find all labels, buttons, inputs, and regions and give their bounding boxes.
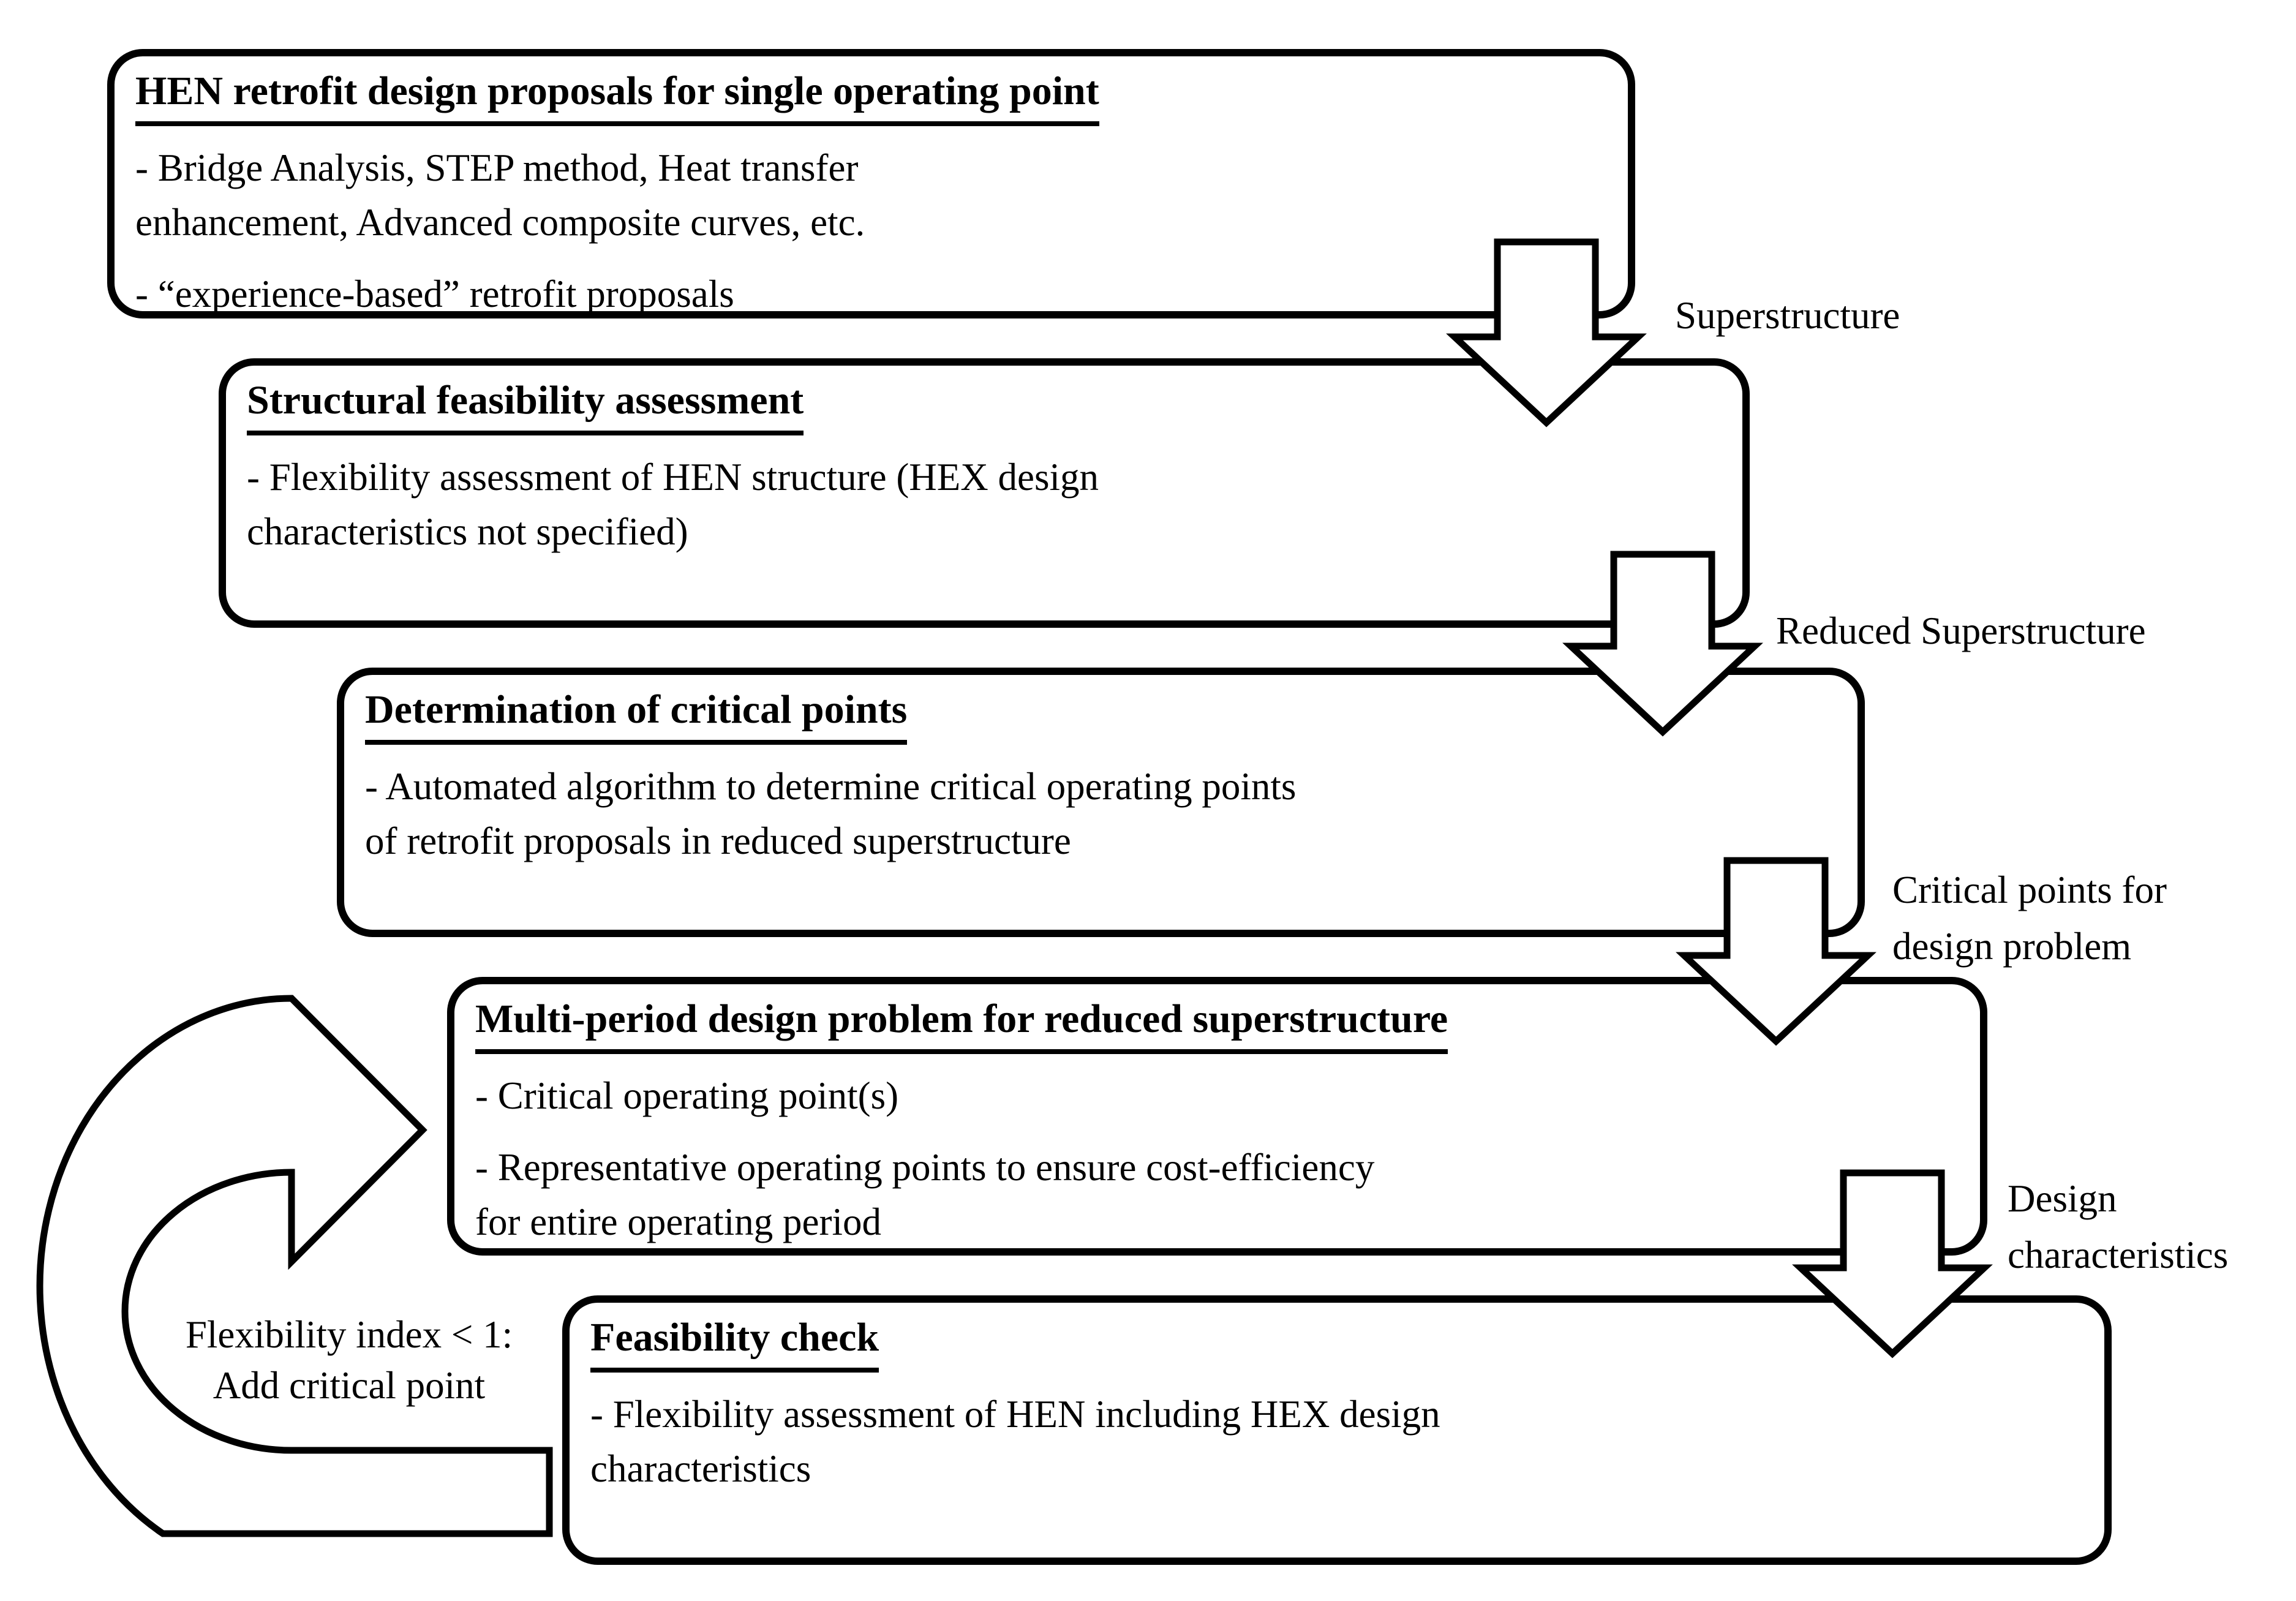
label-line: Reduced Superstructure [1776,609,2146,652]
box-hen-retrofit-proposals: HEN retrofit design proposals for single… [107,49,1635,318]
down-arrow-design-characteristics [1792,1169,1993,1358]
down-arrow-superstructure [1446,238,1647,428]
label-critical-points: Critical points for design problem [1892,862,2167,975]
label-superstructure: Superstructure [1675,288,1900,344]
label-line: design problem [1892,924,2132,968]
bullet-line: of retrofit proposals in reduced superst… [365,819,1071,862]
down-arrow-critical-points [1676,857,1876,1046]
label-line: Superstructure [1675,294,1900,337]
bullet-line: enhancement, Advanced composite curves, … [135,200,865,244]
box-title: Structural feasibility assessment [247,375,804,435]
bullet-line: - Representative operating points to ens… [475,1145,1375,1189]
label-reduced-superstructure: Reduced Superstructure [1776,603,2146,660]
label-line: Add critical point [213,1364,486,1407]
box-title: Feasibility check [590,1313,879,1373]
box-structural-feasibility: Structural feasibility assessment - Flex… [219,358,1750,628]
bullet: - Automated algorithm to determine criti… [365,759,1837,869]
label-loop-condition: Flexibility index < 1: Add critical poin… [104,1309,594,1411]
bullet: - Flexibility assessment of HEN structur… [247,450,1722,560]
bullet: - “experience-based” retrofit proposals [135,267,1607,322]
bullet-line: for entire operating period [475,1200,881,1244]
bullet-line: - “experience-based” retrofit proposals [135,273,734,316]
bullet-line: - Flexibility assessment of HEN includin… [590,1392,1440,1436]
label-line: Critical points for [1892,868,2167,911]
down-arrow-reduced-superstructure [1562,551,1763,737]
box-feasibility-check: Feasibility check - Flexibility assessme… [562,1295,2112,1565]
label-line: Flexibility index < 1: [185,1313,513,1356]
bullet-line: characteristics [590,1447,811,1490]
bullet-line: characteristics not specified) [247,510,688,553]
bullet: - Bridge Analysis, STEP method, Heat tra… [135,141,1607,251]
bullet-line: - Bridge Analysis, STEP method, Heat tra… [135,146,859,189]
bullet: - Critical operating point(s) [475,1069,1959,1123]
box-critical-points: Determination of critical points - Autom… [337,668,1865,937]
bullet-line: - Critical operating point(s) [475,1074,899,1117]
bullet-line: - Automated algorithm to determine criti… [365,764,1297,808]
label-line: Design [2008,1177,2117,1220]
label-line: characteristics [2008,1233,2229,1276]
box-title: Multi-period design problem for reduced … [475,994,1448,1054]
box-title: Determination of critical points [365,685,908,745]
box-multi-period-design: Multi-period design problem for reduced … [447,977,1987,1256]
bullet: - Flexibility assessment of HEN includin… [590,1387,2083,1497]
label-design-characteristics: Design characteristics [2008,1171,2228,1284]
bullet: - Representative operating points to ens… [475,1140,1959,1250]
bullet-line: - Flexibility assessment of HEN structur… [247,455,1099,499]
loopback-arrow [36,995,553,1537]
box-title: HEN retrofit design proposals for single… [135,66,1099,126]
